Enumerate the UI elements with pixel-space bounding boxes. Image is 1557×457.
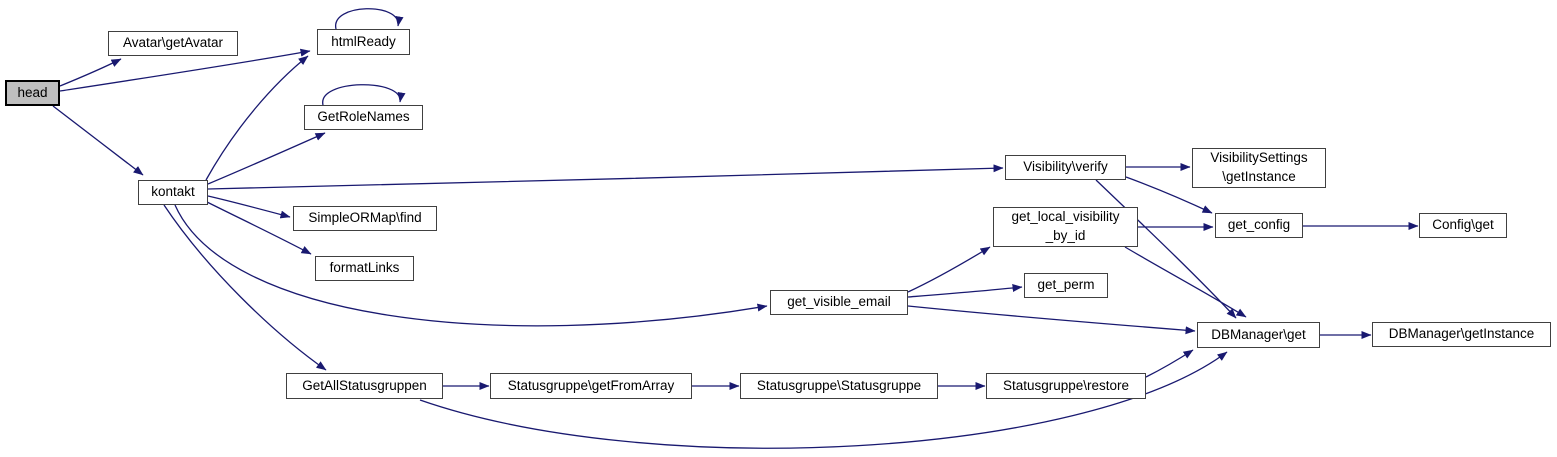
node-get-local-visibility-by-id[interactable]: get_local_visibility _by_id	[993, 207, 1138, 247]
node-get-config[interactable]: get_config	[1215, 213, 1303, 238]
node-statusgruppe-getfromarray[interactable]: Statusgruppe\getFromArray	[490, 373, 692, 399]
node-simpleormap-find[interactable]: SimpleORMap\find	[293, 206, 437, 231]
node-statusgruppe-restore[interactable]: Statusgruppe\restore	[986, 373, 1146, 399]
node-dbmanager-get[interactable]: DBManager\get	[1197, 322, 1320, 348]
edge-statusgruppe_restore-to-dbmanager_get	[1145, 349, 1194, 378]
edge-kontakt-to-simpleormap_find	[207, 195, 291, 219]
node-config-get[interactable]: Config\get	[1419, 213, 1507, 238]
node-htmlready[interactable]: htmlReady	[317, 29, 410, 55]
edge-get_local_visibility_by_id-to-dbmanager_get	[1124, 246, 1247, 318]
edge-head-to-htmlready	[59, 48, 311, 92]
node-kontakt[interactable]: kontakt	[138, 180, 208, 205]
node-visibilitysettings-getinstance[interactable]: VisibilitySettings \getInstance	[1192, 148, 1326, 188]
edge-head-to-kontakt	[52, 105, 144, 176]
edge-get_visible_email-to-get_local_visibility_by_id	[907, 246, 991, 293]
node-avatar-getavatar[interactable]: Avatar\getAvatar	[108, 31, 238, 56]
edge-htmlready-to-htmlready	[335, 8, 404, 30]
edge-get_visible_email-to-get_perm	[907, 284, 1023, 298]
node-visibility-verify[interactable]: Visibility\verify	[1005, 155, 1126, 180]
edge-getrolenames-to-getrolenames	[322, 84, 406, 106]
edge-get_visible_email-to-dbmanager_get	[907, 305, 1196, 335]
node-statusgruppe-statusgruppe[interactable]: Statusgruppe\Statusgruppe	[740, 373, 938, 399]
node-getallstatusgruppen[interactable]: GetAllStatusgruppen	[286, 373, 443, 399]
edge-visibility_verify-to-get_config	[1125, 176, 1213, 214]
node-head[interactable]: head	[5, 80, 60, 106]
edge-visibility_verify-to-dbmanager_get	[1095, 179, 1237, 319]
node-formatlinks[interactable]: formatLinks	[315, 256, 414, 281]
edge-kontakt-to-getrolenames	[207, 132, 326, 185]
edge-head-to-avatar_getavatar	[59, 58, 122, 87]
node-dbmanager-getinstance[interactable]: DBManager\getInstance	[1372, 322, 1551, 347]
node-get-perm[interactable]: get_perm	[1024, 273, 1108, 298]
edge-kontakt-to-getallstatusgruppen	[163, 204, 327, 371]
node-getrolenames[interactable]: GetRoleNames	[304, 105, 423, 130]
node-get-visible-email[interactable]: get_visible_email	[770, 290, 908, 315]
edge-kontakt-to-formatlinks	[206, 201, 312, 255]
edge-kontakt-to-htmlready	[205, 55, 309, 181]
edge-kontakt-to-get_visible_email	[174, 204, 768, 327]
edge-getallstatusgruppen-to-dbmanager_get	[419, 351, 1228, 449]
edge-kontakt-to-visibility_verify	[207, 164, 1004, 190]
